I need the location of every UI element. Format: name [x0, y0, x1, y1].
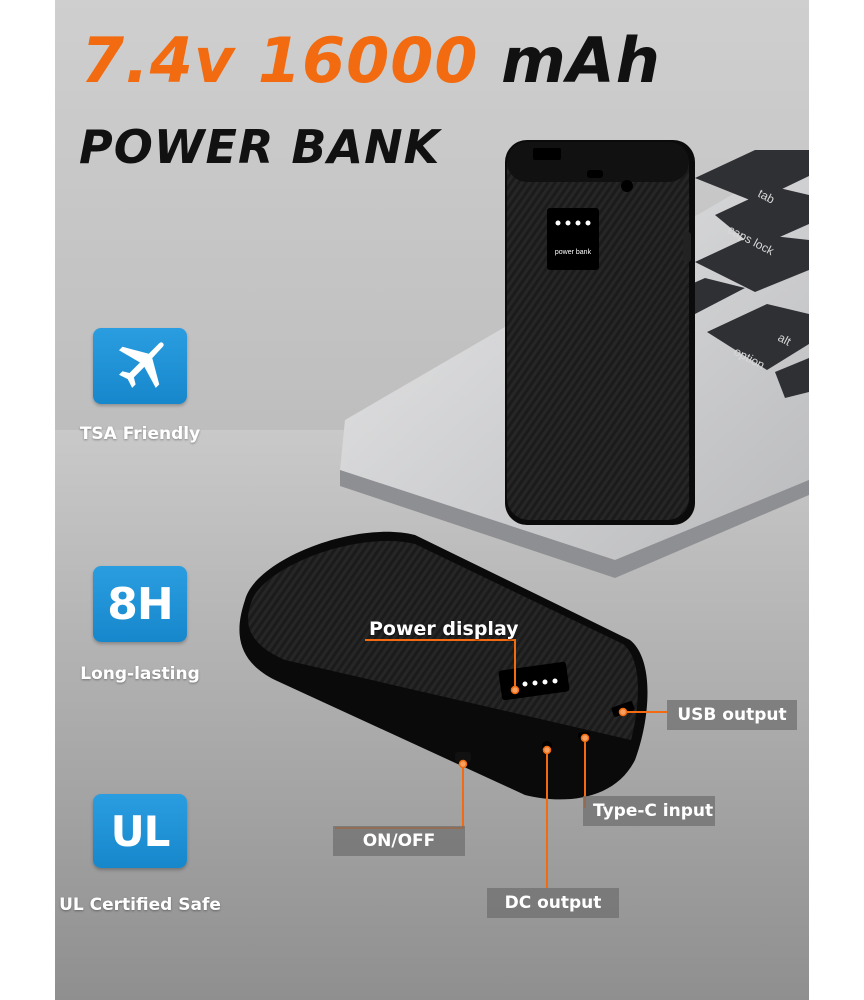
hours-badge-text: 8H	[107, 578, 173, 630]
dc-output-callout: DC output	[487, 888, 619, 918]
headline-spec: 7.4v 16000 mAh	[81, 30, 661, 92]
usb-output-callout: USB output	[667, 700, 797, 730]
ul-logo-text: UL	[110, 806, 171, 856]
device-display-text: power bank	[555, 249, 592, 256]
product-image-stage: tab caps lock option alt power bank	[55, 0, 809, 1000]
long-lasting-tile: 8H	[93, 566, 187, 642]
airplane-icon	[119, 342, 164, 388]
power-bank-upright: power bank	[505, 140, 695, 525]
type-c-input-callout: Type-C input	[583, 796, 715, 826]
power-switch	[455, 752, 471, 762]
power-display-screen	[547, 208, 599, 270]
spec-unit: mAh	[501, 24, 661, 97]
side-button	[683, 232, 691, 262]
power-display-callout: Power display	[369, 618, 519, 640]
ul-certified-label: UL Certified Safe	[59, 895, 221, 915]
headline-product-type: POWER BANK	[79, 120, 441, 174]
long-lasting-label: Long-lasting	[80, 664, 200, 684]
spec-voltage-capacity: 7.4v 16000	[81, 24, 479, 97]
dc-port	[621, 180, 633, 192]
tsa-friendly-label: TSA Friendly	[79, 424, 201, 444]
tsa-friendly-tile	[93, 328, 187, 404]
type-c-port	[587, 170, 603, 178]
on-off-callout: ON/OFF	[333, 826, 465, 856]
usb-port	[533, 148, 561, 160]
ul-certified-tile: UL	[93, 794, 187, 868]
power-display-line	[365, 639, 516, 690]
